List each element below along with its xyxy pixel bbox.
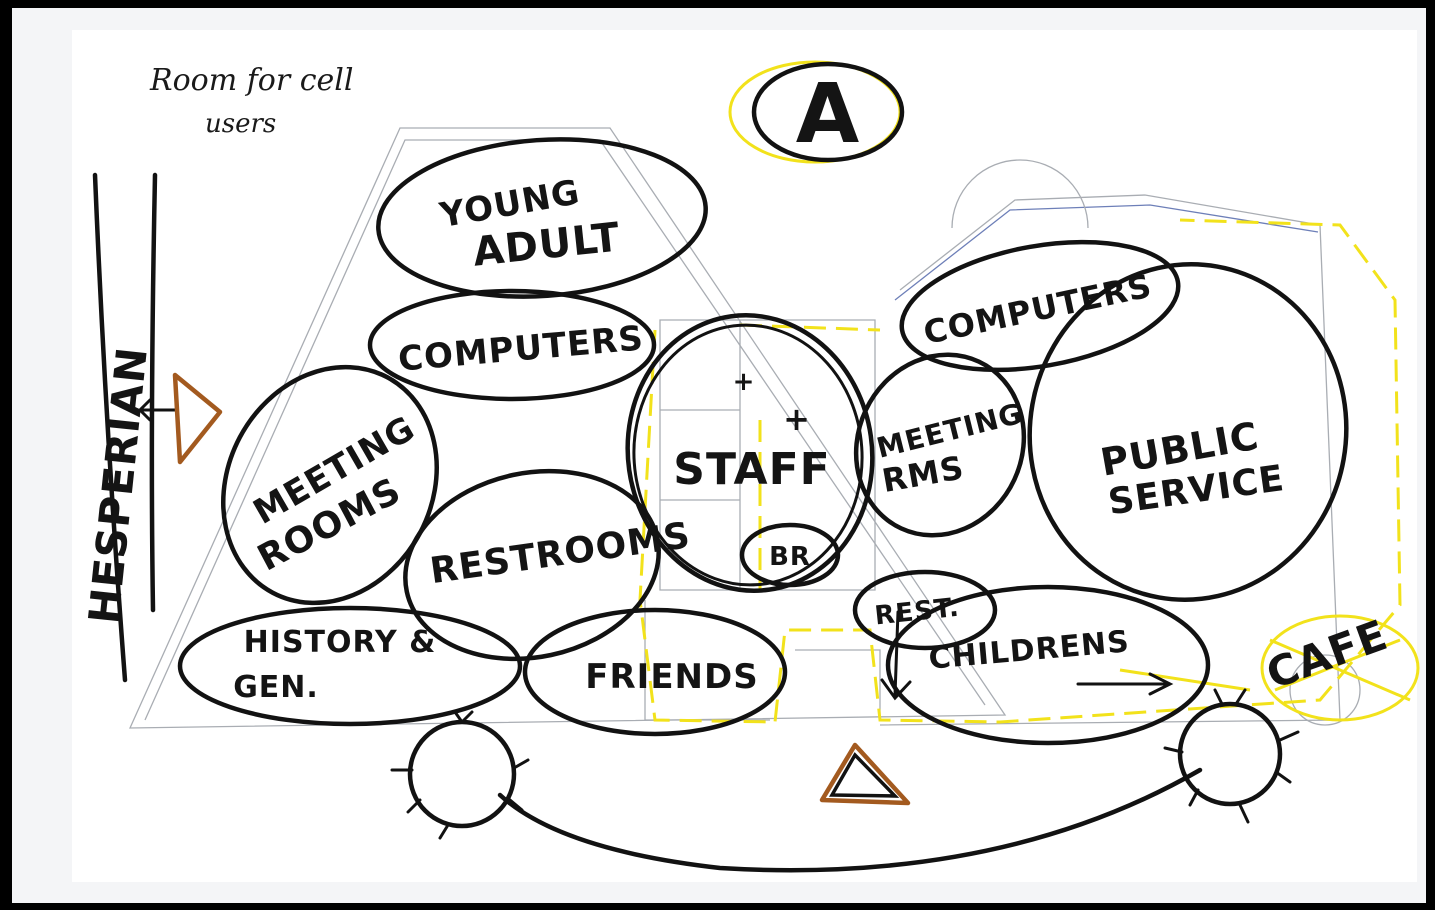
friends-label: FRIENDS: [585, 657, 758, 697]
staff-mark-1: +: [733, 367, 756, 397]
bubble-staff: + + STAFF: [625, 313, 875, 593]
computers-right-label: COMPUTERS: [920, 267, 1155, 352]
street-edge: [92, 172, 158, 683]
paper-page: [72, 30, 1417, 882]
bubble-young-adult: YOUNG ADULT: [376, 137, 708, 299]
bubble-history-gen: HISTORY & GEN.: [177, 605, 523, 727]
rest-label: REST.: [873, 593, 961, 632]
bubble-computers-left: COMPUTERS: [367, 288, 657, 402]
staff-mark-2: +: [783, 400, 811, 438]
tree-landmark-right: [1163, 688, 1300, 824]
note-line-1: Room for cell: [149, 63, 353, 98]
bubble-friends: FRIENDS: [522, 607, 788, 737]
computers-left-label: COMPUTERS: [397, 318, 646, 379]
south-entrance-marker: [819, 742, 911, 806]
childrens-label: CHILDRENS: [927, 624, 1131, 676]
cell-users-note: Room for cell users: [149, 63, 353, 139]
street-label: HESPERIAN: [79, 344, 157, 626]
zone-marker: A: [751, 61, 905, 163]
tree-landmark-left: [390, 710, 530, 840]
highlighter-traces: [638, 60, 1420, 724]
br-label: BR: [769, 542, 811, 572]
west-entrance-marker: [137, 372, 223, 465]
floor-plan-underlay: [128, 127, 1361, 729]
bubble-br: BR: [739, 522, 841, 588]
scanned-sheet: [12, 8, 1426, 903]
note-line-2: users: [205, 109, 276, 139]
history-gen-line-2: GEN.: [233, 670, 319, 705]
staff-label: STAFF: [673, 444, 830, 495]
zone-letter: A: [796, 67, 860, 162]
bubble-computers-right: COMPUTERS: [899, 239, 1181, 373]
history-gen-line-1: HISTORY &: [244, 625, 437, 660]
entry-loop: [497, 767, 1203, 873]
